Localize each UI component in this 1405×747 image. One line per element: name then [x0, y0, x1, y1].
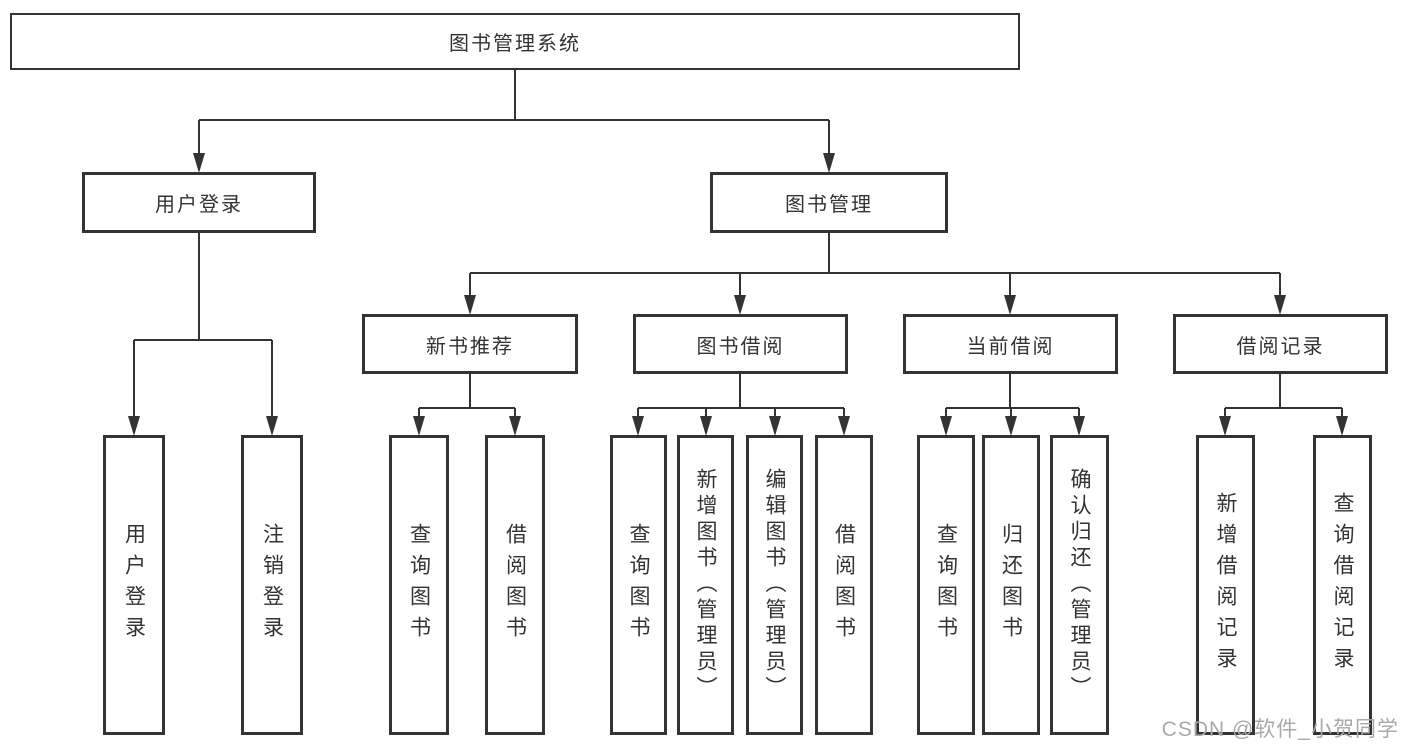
leaf-borrowing-borrow-books: 借阅图书	[815, 435, 873, 735]
node-current-borrowing-label: 当前借阅	[966, 335, 1055, 358]
leaf-add-borrow-record: 新增借阅记录	[1196, 435, 1255, 735]
leaf-confirm-return-admin: 确认归还（管理员）	[1050, 435, 1109, 735]
leaf-current-query-books-label: 查询图书	[934, 523, 958, 647]
node-book-management: 图书管理	[710, 172, 948, 233]
leaf-add-books-admin-label: 新增图书（管理员）	[694, 468, 717, 702]
leaf-add-borrow-record-label: 新增借阅记录	[1214, 492, 1237, 678]
leaf-recommend-query-books-label: 查询图书	[407, 523, 431, 647]
node-borrowing-records: 借阅记录	[1173, 314, 1388, 374]
leaf-recommend-borrow-books: 借阅图书	[485, 435, 545, 735]
node-book-borrowing: 图书借阅	[633, 314, 848, 374]
leaf-borrowing-query-books: 查询图书	[610, 435, 667, 735]
node-library-management-system: 图书管理系统	[10, 13, 1020, 70]
leaf-logout-login: 注销登录	[241, 435, 303, 735]
leaf-return-books: 归还图书	[982, 435, 1040, 735]
leaf-borrowing-borrow-books-label: 借阅图书	[832, 523, 856, 647]
leaf-edit-books-admin-label: 编辑图书（管理员）	[763, 468, 786, 702]
leaf-edit-books-admin: 编辑图书（管理员）	[746, 435, 803, 735]
node-user-login-label: 用户登录	[155, 194, 243, 216]
leaf-recommend-borrow-books-label: 借阅图书	[503, 523, 527, 647]
node-library-management-system-label: 图书管理系统	[449, 33, 581, 55]
arrowheads	[128, 153, 1348, 436]
leaf-confirm-return-admin-label: 确认归还（管理员）	[1068, 468, 1091, 702]
node-book-management-label: 图书管理	[785, 194, 873, 216]
csdn-watermark: CSDN @软件_小贺同学	[1161, 718, 1399, 741]
leaf-return-books-label: 归还图书	[999, 523, 1023, 647]
node-borrowing-records-label: 借阅记录	[1236, 335, 1325, 358]
node-new-book-recommend: 新书推荐	[362, 314, 578, 374]
leaf-current-query-books: 查询图书	[917, 435, 975, 735]
leaf-query-borrow-record: 查询借阅记录	[1313, 435, 1372, 735]
leaf-user-login-label: 用户登录	[122, 523, 146, 647]
leaf-query-borrow-record-label: 查询借阅记录	[1331, 492, 1354, 678]
leaf-borrowing-query-books-label: 查询图书	[627, 523, 650, 647]
leaf-user-login: 用户登录	[103, 435, 165, 735]
node-book-borrowing-label: 图书借阅	[696, 335, 785, 358]
leaf-logout-login-label: 注销登录	[260, 523, 284, 647]
node-current-borrowing: 当前借阅	[903, 314, 1118, 374]
node-new-book-recommend-label: 新书推荐	[426, 335, 514, 358]
leaf-add-books-admin: 新增图书（管理员）	[677, 435, 734, 735]
node-user-login: 用户登录	[82, 172, 316, 233]
leaf-recommend-query-books: 查询图书	[389, 435, 449, 735]
